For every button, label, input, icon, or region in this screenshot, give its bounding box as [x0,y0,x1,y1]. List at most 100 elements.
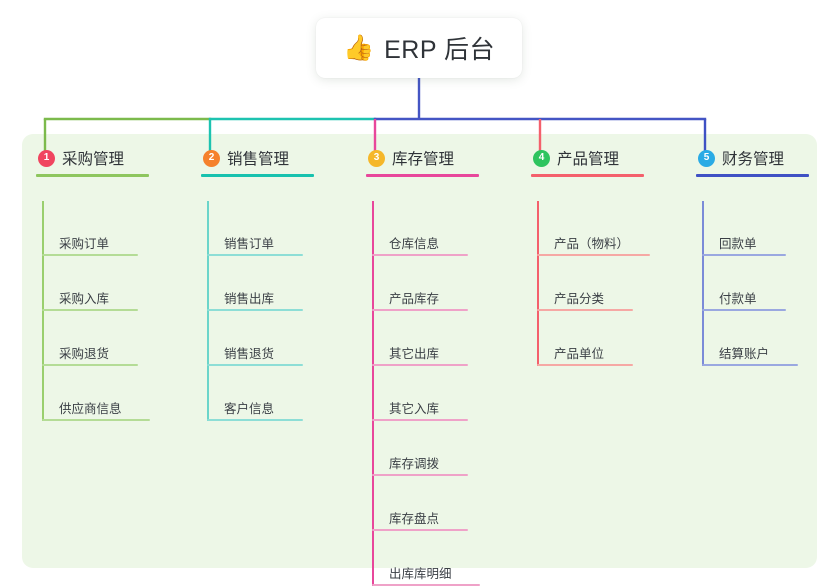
leaf-item-label: 产品单位 [554,346,605,361]
leaf-item[interactable]: 库存盘点 [363,476,513,531]
branch-item-list: 仓库信息产品库存其它出库其它入库库存调拨库存盘点出库库明细 [363,201,513,586]
branch-number-badge: 1 [38,149,55,167]
leaf-item[interactable]: 回款单 [693,201,839,256]
branch-spine [702,201,704,366]
leaf-item-rule [207,419,303,421]
branch-header-2[interactable]: 2 销售管理 [198,146,348,177]
leaf-item-rule [42,419,150,421]
branch-header-1[interactable]: 1 采购管理 [33,146,183,177]
leaf-item-rule [702,364,798,366]
leaf-item-label: 采购订单 [59,236,110,251]
leaf-item[interactable]: 销售出库 [198,256,348,311]
leaf-item-rule [207,309,303,311]
leaf-item-rule [702,309,786,311]
leaf-item-label: 供应商信息 [59,401,122,416]
leaf-item-label: 出库库明细 [389,566,452,581]
branch-spine [42,201,44,421]
leaf-item-rule [372,584,480,586]
branch-title: 产品管理 [557,151,620,168]
leaf-item[interactable]: 出库库明细 [363,531,513,586]
leaf-item-label: 回款单 [719,236,757,251]
leaf-item-rule [372,474,468,476]
branch-header-4[interactable]: 4 产品管理 [528,146,678,177]
leaf-item-label: 客户信息 [224,401,275,416]
leaf-item-label: 销售出库 [224,291,275,306]
leaf-item-rule [42,364,138,366]
branch-item-list: 产品（物料） 产品分类产品单位 [528,201,678,366]
leaf-item-label: 销售退货 [224,346,275,361]
leaf-item-label: 销售订单 [224,236,275,251]
branch-item-list: 采购订单采购入库采购退货供应商信息 [33,201,183,421]
branch-item-list: 销售订单销售出库销售退货客户信息 [198,201,348,421]
branch-title: 销售管理 [227,151,290,168]
branch-column-2: 2 销售管理销售订单销售出库销售退货客户信息 [198,146,348,421]
leaf-item-label: 付款单 [719,291,757,306]
branch-header-rule [531,174,644,177]
branch-title: 财务管理 [722,151,785,168]
leaf-item[interactable]: 其它出库 [363,311,513,366]
branch-number-badge: 4 [533,149,550,167]
leaf-item-rule [372,364,468,366]
branch-title: 采购管理 [62,151,125,168]
leaf-item[interactable]: 销售退货 [198,311,348,366]
leaf-item[interactable]: 采购订单 [33,201,183,256]
branch-spine [372,201,374,586]
leaf-item[interactable]: 付款单 [693,256,839,311]
leaf-item-label: 库存调拨 [389,456,440,471]
leaf-item[interactable]: 采购退货 [33,311,183,366]
leaf-item-rule [372,254,468,256]
branch-spine [207,201,209,421]
branch-spine [537,201,539,366]
branch-column-4: 4 产品管理产品（物料） 产品分类产品单位 [528,146,678,366]
branch-title: 库存管理 [392,151,455,168]
branch-header-rule [696,174,809,177]
branch-header-rule [36,174,149,177]
leaf-item-rule [537,364,633,366]
leaf-item-label: 采购退货 [59,346,110,361]
leaf-item-label: 其它出库 [389,346,440,361]
leaf-item[interactable]: 采购入库 [33,256,183,311]
leaf-item[interactable]: 产品单位 [528,311,678,366]
branch-header-3[interactable]: 3 库存管理 [363,146,513,177]
leaf-item[interactable]: 其它入库 [363,366,513,421]
leaf-item[interactable]: 产品库存 [363,256,513,311]
leaf-item-rule [537,309,633,311]
leaf-item[interactable]: 客户信息 [198,366,348,421]
leaf-item-label: 仓库信息 [389,236,440,251]
branch-number-badge: 3 [368,149,385,167]
leaf-item-rule [702,254,786,256]
branch-column-1: 1 采购管理采购订单采购入库采购退货供应商信息 [33,146,183,421]
leaf-item-rule [372,309,468,311]
branch-header-rule [201,174,314,177]
leaf-item-label: 结算账户 [719,346,770,361]
diagram-panel [22,134,817,568]
leaf-item-rule [207,364,303,366]
leaf-item-rule [372,419,468,421]
branch-item-list: 回款单付款单结算账户 [693,201,839,366]
thumbs-up-icon: 👍 [342,33,375,62]
branch-number-badge: 2 [203,149,220,167]
leaf-item-label: 产品（物料） [554,236,630,251]
branch-header-5[interactable]: 5 财务管理 [693,146,839,177]
leaf-item[interactable]: 库存调拨 [363,421,513,476]
leaf-item-rule [42,254,138,256]
leaf-item-label: 采购入库 [59,291,110,306]
branch-column-5: 5 财务管理回款单付款单结算账户 [693,146,839,366]
leaf-item-label: 产品分类 [554,291,605,306]
leaf-item[interactable]: 销售订单 [198,201,348,256]
leaf-item[interactable]: 仓库信息 [363,201,513,256]
root-node-erp-backend[interactable]: 👍 ERP 后台 [316,18,522,78]
leaf-item[interactable]: 产品分类 [528,256,678,311]
leaf-item-rule [537,254,650,256]
leaf-item[interactable]: 供应商信息 [33,366,183,421]
leaf-item-label: 其它入库 [389,401,440,416]
branch-number-badge: 5 [698,149,715,167]
branch-header-rule [366,174,479,177]
leaf-item-label: 产品库存 [389,291,440,306]
leaf-item[interactable]: 产品（物料） [528,201,678,256]
leaf-item[interactable]: 结算账户 [693,311,839,366]
branch-column-3: 3 库存管理仓库信息产品库存其它出库其它入库库存调拨库存盘点出库库明细 [363,146,513,586]
